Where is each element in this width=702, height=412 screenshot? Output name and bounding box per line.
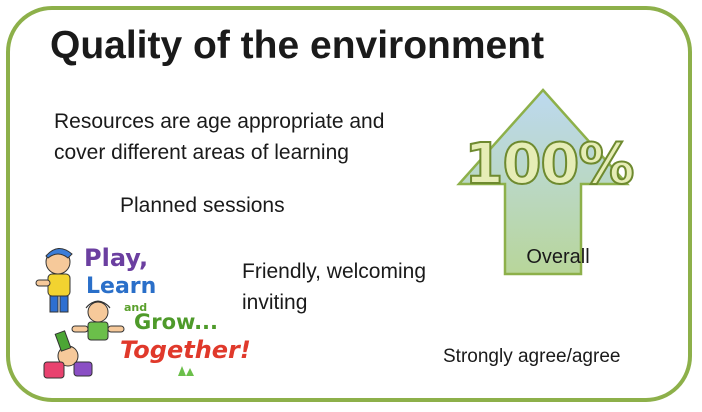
overall-indicator: 100% Overall [455, 86, 636, 278]
logo-and-word: and [124, 301, 148, 314]
children-illustration-icon [35, 248, 194, 379]
friendly-line-2: inviting [242, 291, 308, 314]
friendly-line-1: Friendly, welcoming [242, 260, 427, 283]
logo-learn-word: Learn [86, 274, 157, 299]
resources-statement: Resources are age appropriate and cover … [54, 106, 384, 168]
page-title: Quality of the environment [50, 24, 545, 67]
play-learn-grow-logo: Play, Learn and Grow... Together! [28, 244, 251, 384]
agreement-note: Strongly agree/agree [443, 346, 621, 367]
overall-label: Overall [526, 246, 590, 268]
up-arrow-icon [456, 88, 630, 276]
resources-line-1: Resources are age appropriate and [54, 110, 385, 133]
friendly-statement: Friendly, welcoming inviting [242, 256, 426, 318]
planned-sessions-statement: Planned sessions [120, 194, 285, 217]
logo-grow-word: Grow... [134, 310, 219, 334]
logo-play-word: Play, [84, 244, 149, 272]
resources-line-2: cover different areas of learning [54, 141, 349, 164]
logo-together-word: Together! [120, 336, 251, 364]
percent-value: 100% [463, 131, 635, 198]
